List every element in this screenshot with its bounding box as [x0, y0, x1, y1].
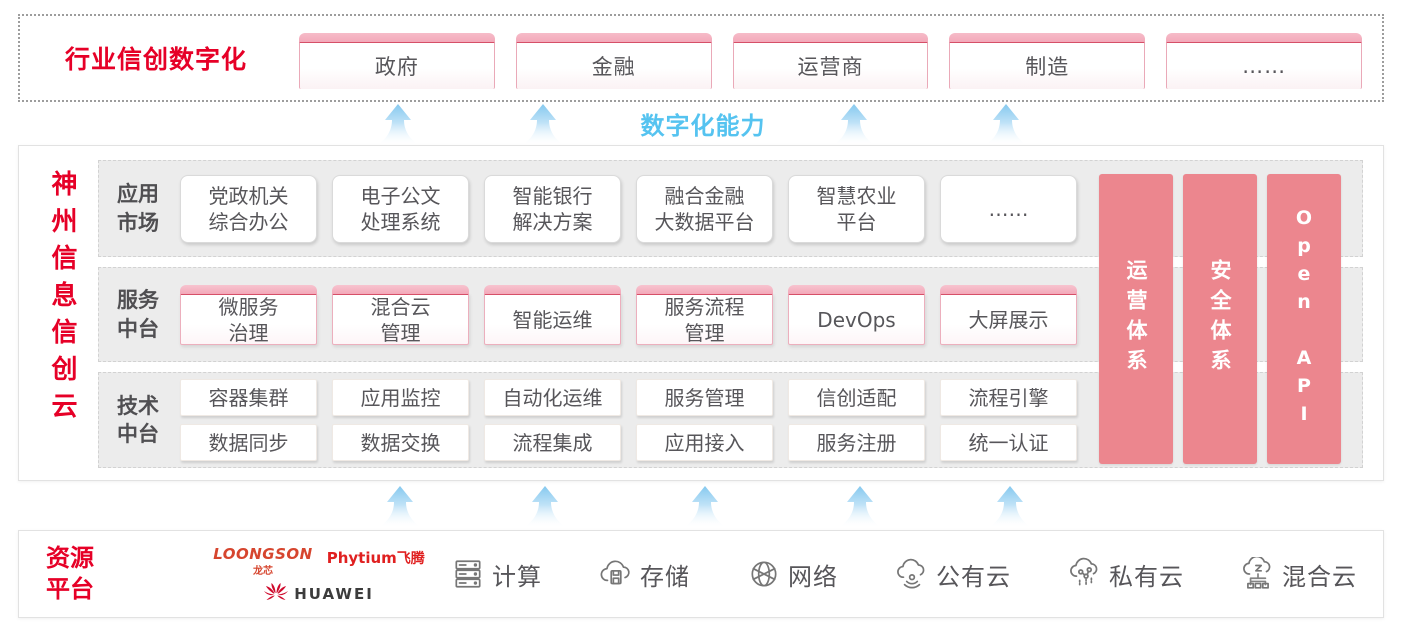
resource-platform-label: 资源 平台: [46, 543, 94, 603]
pillar-security-system: 安全体系: [1183, 174, 1257, 464]
app-box-smart-agriculture: 智慧农业 平台: [788, 174, 925, 243]
industry-item-operator: 运营商: [732, 33, 929, 89]
tech-box-service-registry: 服务注册: [788, 424, 925, 461]
tech-box-process-engine: 流程引擎: [940, 379, 1077, 416]
industry-item-manufacturing: 制造: [949, 33, 1146, 89]
pillar-operation-system: 运营体系: [1099, 174, 1173, 464]
resource-item-label: 网络: [788, 562, 838, 591]
resource-item-public-cloud: 公有云: [895, 557, 1011, 592]
tech-box-auto-ops: 自动化运维: [484, 379, 621, 416]
service-platform-row: 服务 中台 微服务 治理 混合云 管理 智能运维 服务流程 管理 DevOps …: [98, 267, 1363, 362]
tech-box-container-cluster: 容器集群: [180, 379, 317, 416]
resource-items: 计算 存储 网络: [451, 531, 1357, 617]
tech-platform-row: 技术 中台 容器集群 应用监控 自动化运维 服务管理 信创适配 流程引擎 数据同…: [98, 372, 1363, 468]
service-platform-label: 服务 中台: [117, 288, 159, 341]
industry-item-finance: 金融: [515, 33, 712, 89]
up-arrow-icon: [378, 486, 422, 528]
tech-line-top: 容器集群 应用监控 自动化运维 服务管理 信创适配 流程引擎: [180, 379, 1077, 416]
svc-box-service-process: 服务流程 管理: [636, 285, 773, 345]
up-arrow-icon: [832, 104, 876, 146]
app-box-e-document: 电子公文 处理系统: [332, 174, 469, 243]
phytium-wordmark: Phytium: [326, 549, 397, 567]
app-box-party-gov-office: 党政机关 综合办公: [180, 174, 317, 243]
huawei-logo: HUAWEI: [264, 583, 374, 605]
industry-tab-row: 政府 金融 运营商 制造 ……: [299, 33, 1362, 89]
huawei-wordmark: HUAWEI: [294, 585, 374, 603]
industry-item-government: 政府: [299, 33, 495, 89]
resource-item-label: 公有云: [936, 562, 1011, 591]
svc-box-hybrid-cloud-mgmt: 混合云 管理: [332, 285, 469, 345]
svc-box-microservice: 微服务 治理: [180, 285, 317, 345]
resource-item-label: 私有云: [1109, 562, 1184, 591]
resource-item-compute: 计算: [451, 557, 542, 592]
tech-box-unified-auth: 统一认证: [940, 424, 1077, 461]
public-cloud-icon: [897, 558, 925, 589]
svc-box-devops: DevOps: [788, 285, 925, 345]
industry-section: 行业信创数字化 政府 金融 运营商 制造 ……: [18, 14, 1384, 102]
svc-box-aiops: 智能运维: [484, 285, 621, 345]
resource-item-hybrid-cloud: 混合云: [1241, 557, 1357, 592]
app-market-items: 党政机关 综合办公 电子公文 处理系统 智能银行 解决方案 融合金融 大数据平台…: [180, 161, 1077, 256]
industry-item-more: ……: [1166, 33, 1362, 89]
app-box-more: ……: [940, 174, 1077, 243]
pillar-open-api: Open API: [1267, 174, 1341, 464]
resource-item-label: 混合云: [1282, 562, 1357, 591]
private-cloud-icon: [1070, 557, 1098, 586]
up-arrow-icon: [376, 104, 420, 146]
capability-label: 数字化能力: [640, 112, 766, 140]
tech-box-xinchuang-adapt: 信创适配: [788, 379, 925, 416]
loongson-wordmark: LOONGSON: [213, 545, 313, 563]
vendor-logos-row1: LOONGSON 龙芯 Phytium飞腾: [213, 545, 425, 577]
phytium-cn-label: 飞腾: [396, 551, 425, 567]
hybrid-cloud-icon: [1243, 557, 1271, 589]
up-arrow-icon: [523, 486, 567, 528]
loongson-logo: LOONGSON 龙芯: [213, 545, 313, 577]
resource-item-label: 计算: [492, 562, 542, 591]
tech-line-bottom: 数据同步 数据交换 流程集成 应用接入 服务注册 统一认证: [180, 424, 1077, 461]
loongson-cn-label: 龙芯: [252, 566, 273, 577]
storage-cloud-icon: [600, 560, 630, 585]
up-arrow-icon: [521, 104, 565, 146]
resource-item-label: 存储: [640, 562, 690, 591]
industry-section-title: 行业信创数字化: [65, 45, 248, 74]
app-market-row: 应用 市场 党政机关 综合办公 电子公文 处理系统 智能银行 解决方案 融合金融…: [98, 160, 1363, 257]
resource-item-private-cloud: 私有云: [1068, 557, 1184, 592]
phytium-logo: Phytium飞腾: [327, 548, 425, 568]
up-arrow-icon: [838, 486, 882, 528]
app-box-finance-bigdata: 融合金融 大数据平台: [636, 174, 773, 243]
service-platform-items: 微服务 治理 混合云 管理 智能运维 服务流程 管理 DevOps 大屏展示: [180, 268, 1077, 361]
huawei-flower-icon: [264, 583, 289, 600]
up-arrow-icon: [988, 486, 1032, 528]
up-arrow-icon: [984, 104, 1028, 146]
tech-box-data-sync: 数据同步: [180, 424, 317, 461]
platform-title: 神州信息信创云: [47, 170, 77, 429]
tech-box-process-integration: 流程集成: [484, 424, 621, 461]
resource-item-storage: 存储: [599, 557, 690, 592]
tech-box-app-access: 应用接入: [636, 424, 773, 461]
network-icon: [751, 561, 777, 587]
tech-platform-label: 技术 中台: [117, 393, 159, 446]
app-box-smart-banking: 智能银行 解决方案: [484, 174, 621, 243]
cloud-platform-section: 神州信息信创云 应用 市场 党政机关 综合办公 电子公文 处理系统 智能银行 解…: [18, 145, 1384, 481]
svc-box-big-screen: 大屏展示: [940, 285, 1077, 345]
tech-box-app-monitoring: 应用监控: [332, 379, 469, 416]
resource-platform-section: 资源 平台 LOONGSON 龙芯 Phytium飞腾: [18, 530, 1384, 618]
server-icon: [455, 560, 481, 588]
app-market-label: 应用 市场: [117, 182, 159, 235]
tech-box-data-exchange: 数据交换: [332, 424, 469, 461]
resource-item-network: 网络: [747, 557, 838, 592]
vendor-logos: LOONGSON 龙芯 Phytium飞腾: [204, 539, 434, 611]
up-arrow-icon: [683, 486, 727, 528]
tech-platform-items: 容器集群 应用监控 自动化运维 服务管理 信创适配 流程引擎 数据同步 数据交换…: [180, 373, 1077, 467]
tech-box-service-mgmt: 服务管理: [636, 379, 773, 416]
